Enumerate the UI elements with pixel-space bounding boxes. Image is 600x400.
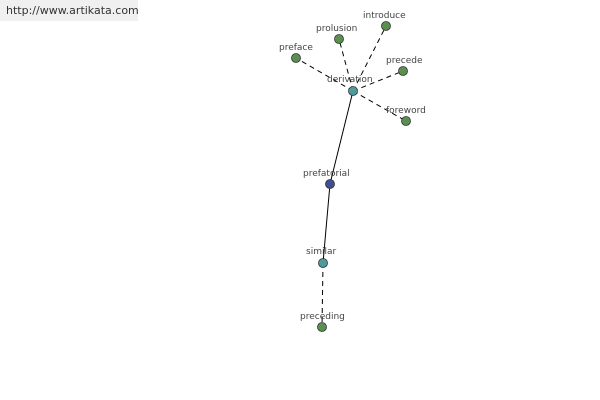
node-prefatorial[interactable] bbox=[325, 179, 335, 189]
node-precede[interactable] bbox=[398, 66, 408, 76]
node-label-preface[interactable]: preface bbox=[279, 43, 313, 53]
node-preface[interactable] bbox=[291, 53, 301, 63]
node-label-derivation[interactable]: derivation bbox=[327, 75, 373, 85]
node-foreword[interactable] bbox=[401, 116, 411, 126]
node-label-prolusion[interactable]: prolusion bbox=[316, 24, 357, 34]
node-label-precede[interactable]: precede bbox=[386, 56, 423, 66]
node-label-foreword[interactable]: foreword bbox=[386, 106, 426, 116]
edge-similar-preceding bbox=[321, 262, 324, 328]
graph-edges bbox=[295, 25, 407, 328]
edge-derivation-foreword bbox=[352, 90, 407, 122]
node-preceding[interactable] bbox=[317, 322, 327, 332]
edge-derivation-introduce bbox=[352, 25, 387, 92]
node-similar[interactable] bbox=[318, 258, 328, 268]
node-derivation[interactable] bbox=[348, 86, 358, 96]
edge-derivation-preface bbox=[295, 57, 354, 92]
node-label-prefatorial[interactable]: prefatorial bbox=[303, 169, 350, 179]
url-banner[interactable]: http://www.artikata.com bbox=[0, 0, 139, 21]
edge-derivation-prefatorial bbox=[329, 90, 354, 185]
url-text[interactable]: http://www.artikata.com bbox=[6, 4, 139, 17]
graph-nodes: derivation prefatorial similar preceding pre… bbox=[279, 11, 426, 332]
node-label-preceding[interactable]: preceding bbox=[300, 312, 345, 322]
node-label-introduce[interactable]: introduce bbox=[363, 11, 406, 21]
node-introduce[interactable] bbox=[381, 21, 391, 31]
node-prolusion[interactable] bbox=[334, 34, 344, 44]
edge-prefatorial-similar bbox=[322, 183, 331, 264]
node-label-similar[interactable]: similar bbox=[306, 247, 336, 257]
